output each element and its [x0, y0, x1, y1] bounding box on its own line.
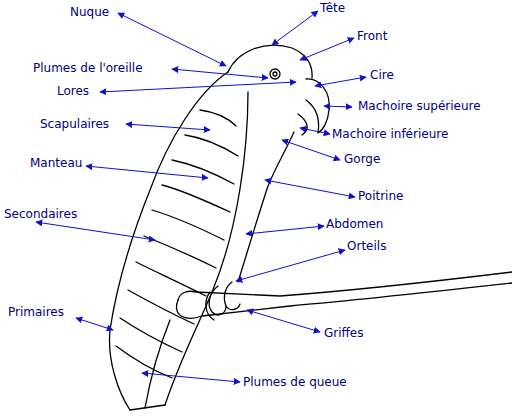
part-label: Machoire supérieure [358, 99, 481, 114]
part-label: Tête [320, 1, 345, 16]
part-label: Gorge [344, 152, 380, 167]
part-label: Orteils [347, 239, 386, 254]
part-label: Manteau [30, 156, 82, 171]
part-label: Nuque [70, 5, 109, 20]
part-label: Lores [57, 84, 89, 99]
part-label: Abdomen [326, 217, 383, 232]
part-label: Plumes de queue [243, 375, 347, 390]
part-label: Front [357, 29, 387, 44]
part-label: Griffes [324, 326, 363, 341]
part-label: Primaires [8, 305, 64, 320]
part-label: Scapulaires [40, 117, 109, 132]
part-label: Plumes de l'oreille [33, 61, 143, 76]
part-label: Secondaires [4, 207, 77, 222]
part-label: Poitrine [358, 189, 403, 204]
part-label: Machoire inférieure [332, 127, 448, 142]
part-label: Cire [370, 68, 394, 83]
